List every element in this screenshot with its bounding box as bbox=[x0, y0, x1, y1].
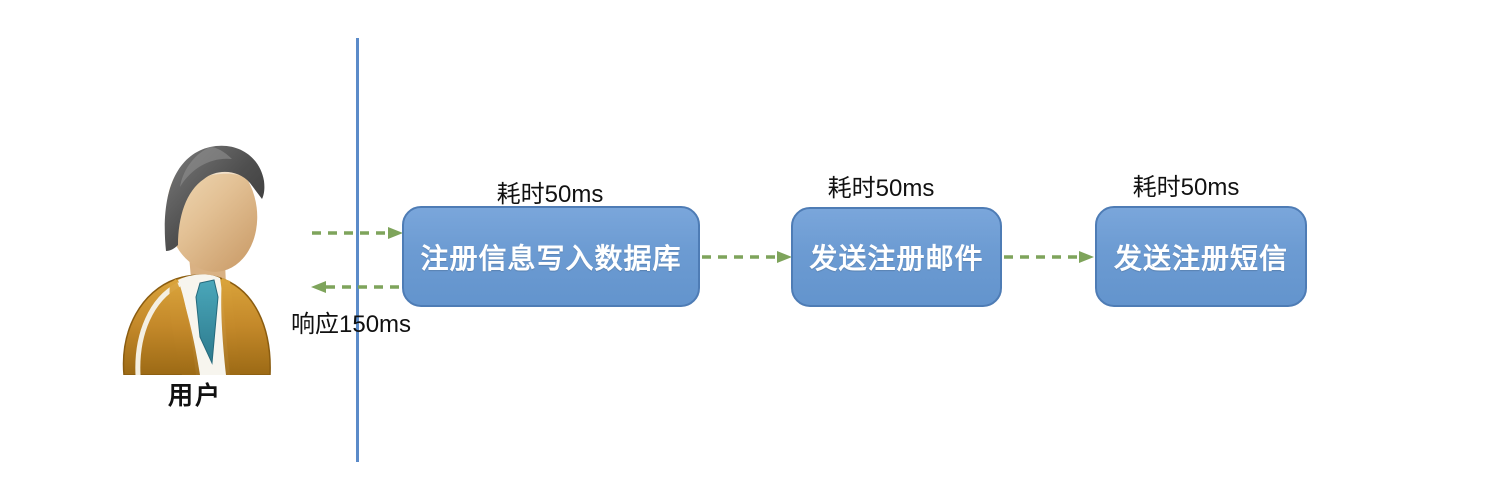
step1-to-step2-arrow bbox=[702, 251, 792, 263]
step2-duration-label: 耗时50ms bbox=[827, 175, 935, 202]
step2-to-step3-arrow bbox=[1004, 251, 1094, 263]
step3-box: 发送注册短信 bbox=[1095, 206, 1307, 307]
step3-duration-label: 耗时50ms bbox=[1132, 174, 1240, 201]
response-label: 响应150ms bbox=[291, 311, 412, 338]
request-arrow bbox=[312, 227, 403, 239]
user-lifeline bbox=[356, 38, 359, 462]
step2-box: 发送注册邮件 bbox=[791, 207, 1002, 307]
step1-duration-label: 耗时50ms bbox=[496, 181, 604, 208]
response-arrow bbox=[311, 281, 403, 293]
step1-box: 注册信息写入数据库 bbox=[402, 206, 700, 307]
actor-label: 用户 bbox=[168, 382, 223, 410]
person-icon bbox=[122, 145, 271, 375]
